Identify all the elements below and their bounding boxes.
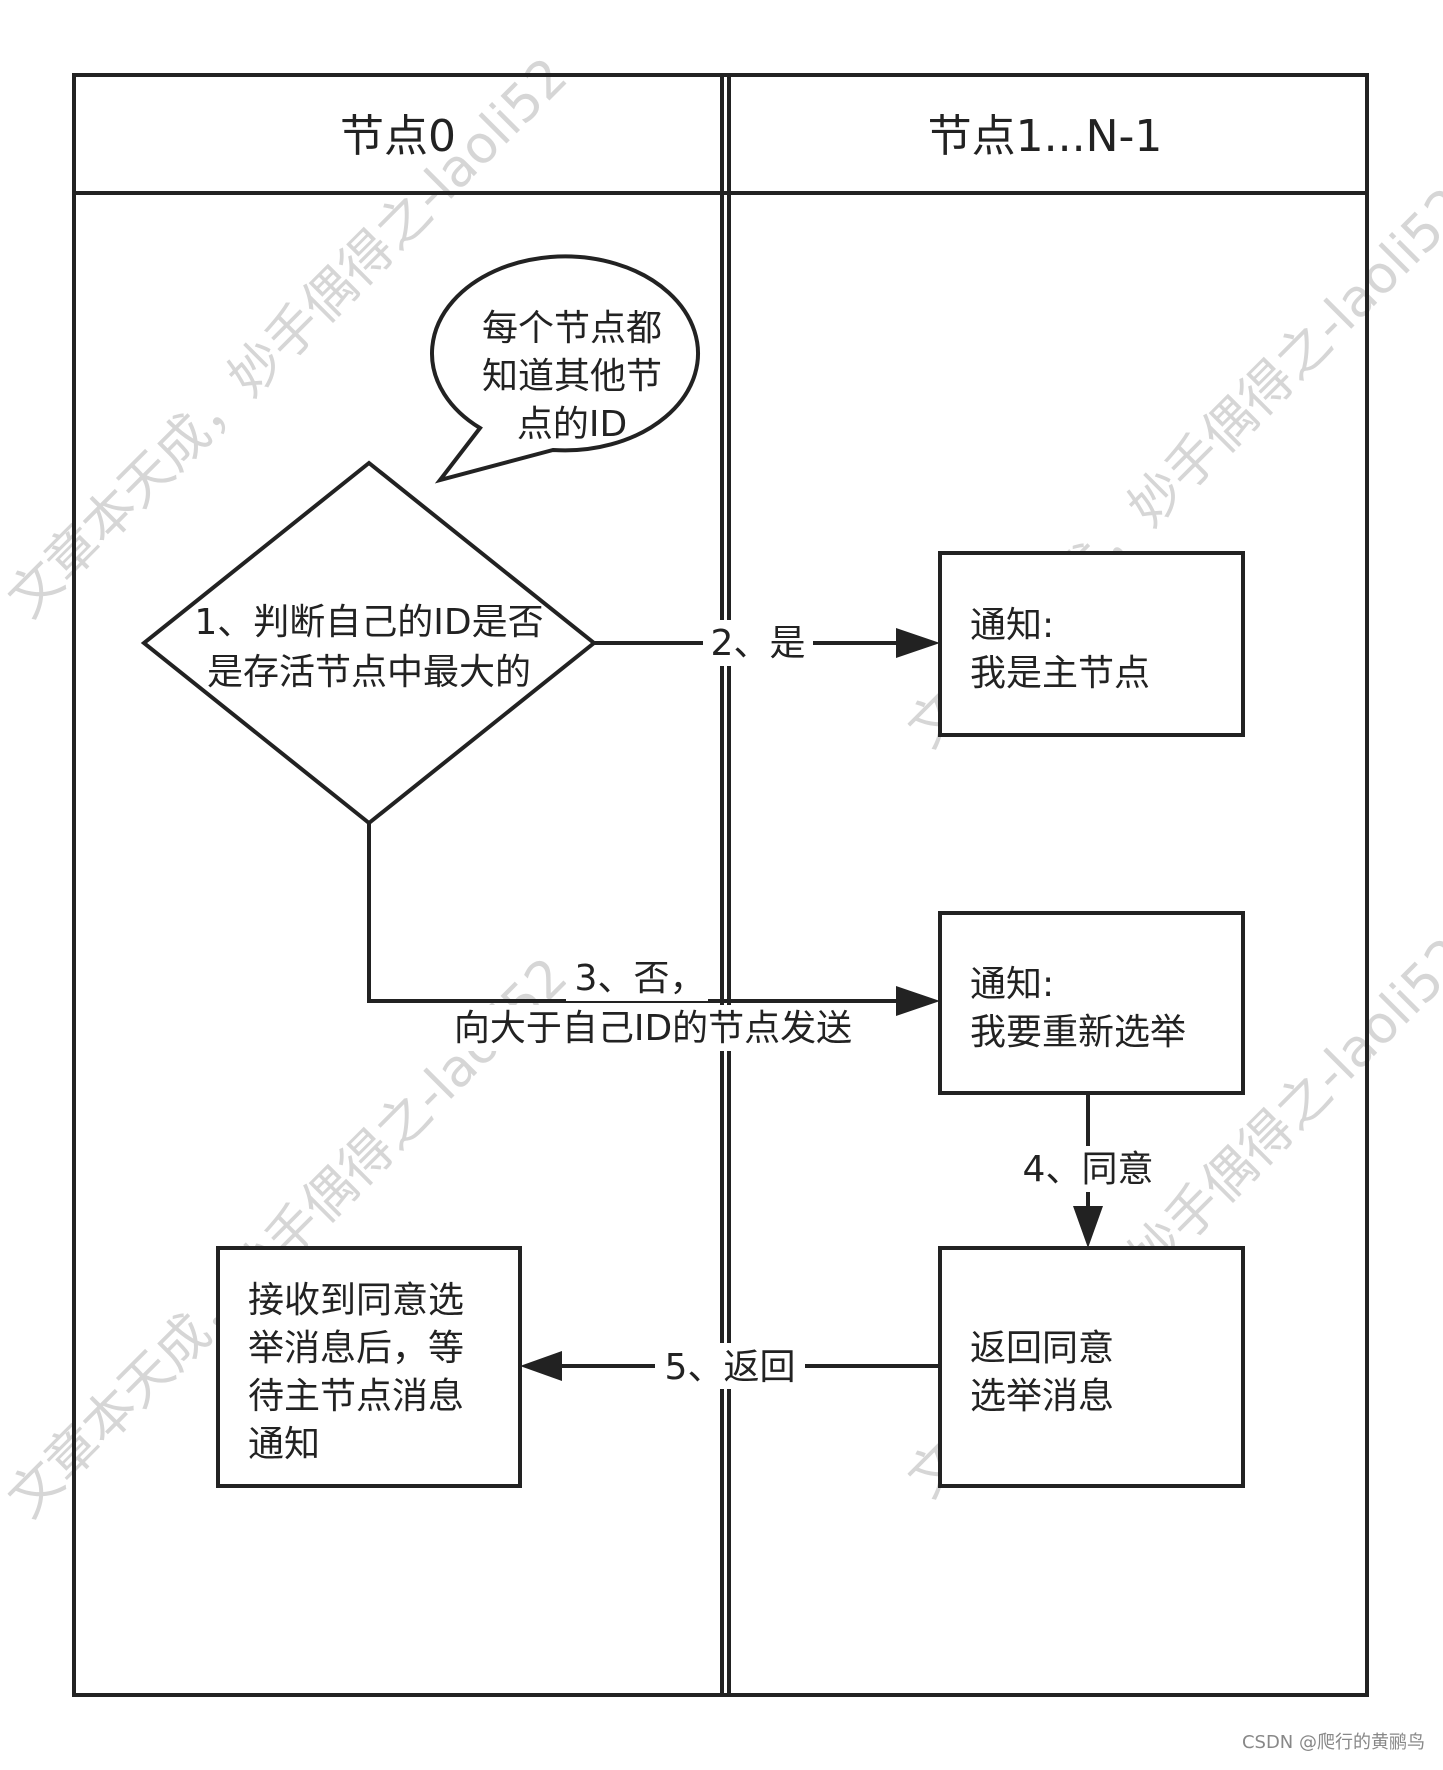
decision-diamond: [140, 460, 598, 826]
box-notify-reelect-line-2: 我要重新选举: [970, 1012, 1186, 1053]
csdn-credit: CSDN @爬行的黄鹂鸟: [1242, 1732, 1425, 1753]
edge-label-return: 5、返回: [665, 1347, 796, 1388]
edge-label-yes: 2、是: [711, 623, 806, 664]
arrowhead-agree: [1073, 1206, 1103, 1248]
box-notify-reelect-line-1: 通知:: [970, 964, 1054, 1005]
callout-line-2: 知道其他节: [482, 356, 662, 397]
box-return-agree: 返回同意 选举消息: [938, 1246, 1245, 1488]
edge-no-line: [367, 823, 905, 1003]
box-wait-master-line-3: 待主节点消息: [248, 1376, 464, 1417]
callout-bubble: 每个节点都 知道其他节 点的ID: [430, 254, 700, 484]
decision-line-2: 是存活节点中最大的: [207, 652, 531, 693]
box-wait-master-line-4: 通知: [248, 1424, 320, 1465]
box-notify-reelect: 通知: 我要重新选举: [938, 911, 1245, 1095]
box-return-agree-line-1: 返回同意: [970, 1328, 1114, 1369]
box-notify-master-line-1: 通知:: [970, 605, 1054, 646]
edge-label-no-line-2: 向大于自己ID的节点发送: [454, 1008, 852, 1049]
lane-header-node0: 节点0: [340, 111, 456, 162]
arrowheads: [520, 628, 1103, 1381]
decision-line-1: 1、判断自己的ID是否: [194, 602, 543, 643]
callout-line-1: 每个节点都: [482, 308, 662, 349]
swimlane-frame: [72, 73, 1369, 1697]
box-notify-master-line-2: 我是主节点: [970, 653, 1150, 694]
box-return-agree-line-2: 选举消息: [970, 1376, 1114, 1417]
edge-label-agree: 4、同意: [1023, 1149, 1154, 1190]
arrowhead-no: [896, 986, 940, 1016]
arrowhead-return: [520, 1351, 562, 1381]
box-wait-master-line-2: 举消息后，等: [248, 1328, 464, 1369]
box-wait-master: 接收到同意选 举消息后，等 待主节点消息 通知: [216, 1246, 522, 1488]
edge-label-backgrounds: [433, 620, 1164, 1389]
callout-line-3: 点的ID: [517, 404, 627, 445]
arrowhead-yes: [896, 628, 940, 658]
edge-label-no-line-1: 3、否，: [575, 958, 706, 999]
box-wait-master-line-1: 接收到同意选: [248, 1280, 464, 1321]
box-notify-master: 通知: 我是主节点: [938, 551, 1245, 737]
lane-header-node1-n: 节点1...N-1: [928, 111, 1163, 162]
